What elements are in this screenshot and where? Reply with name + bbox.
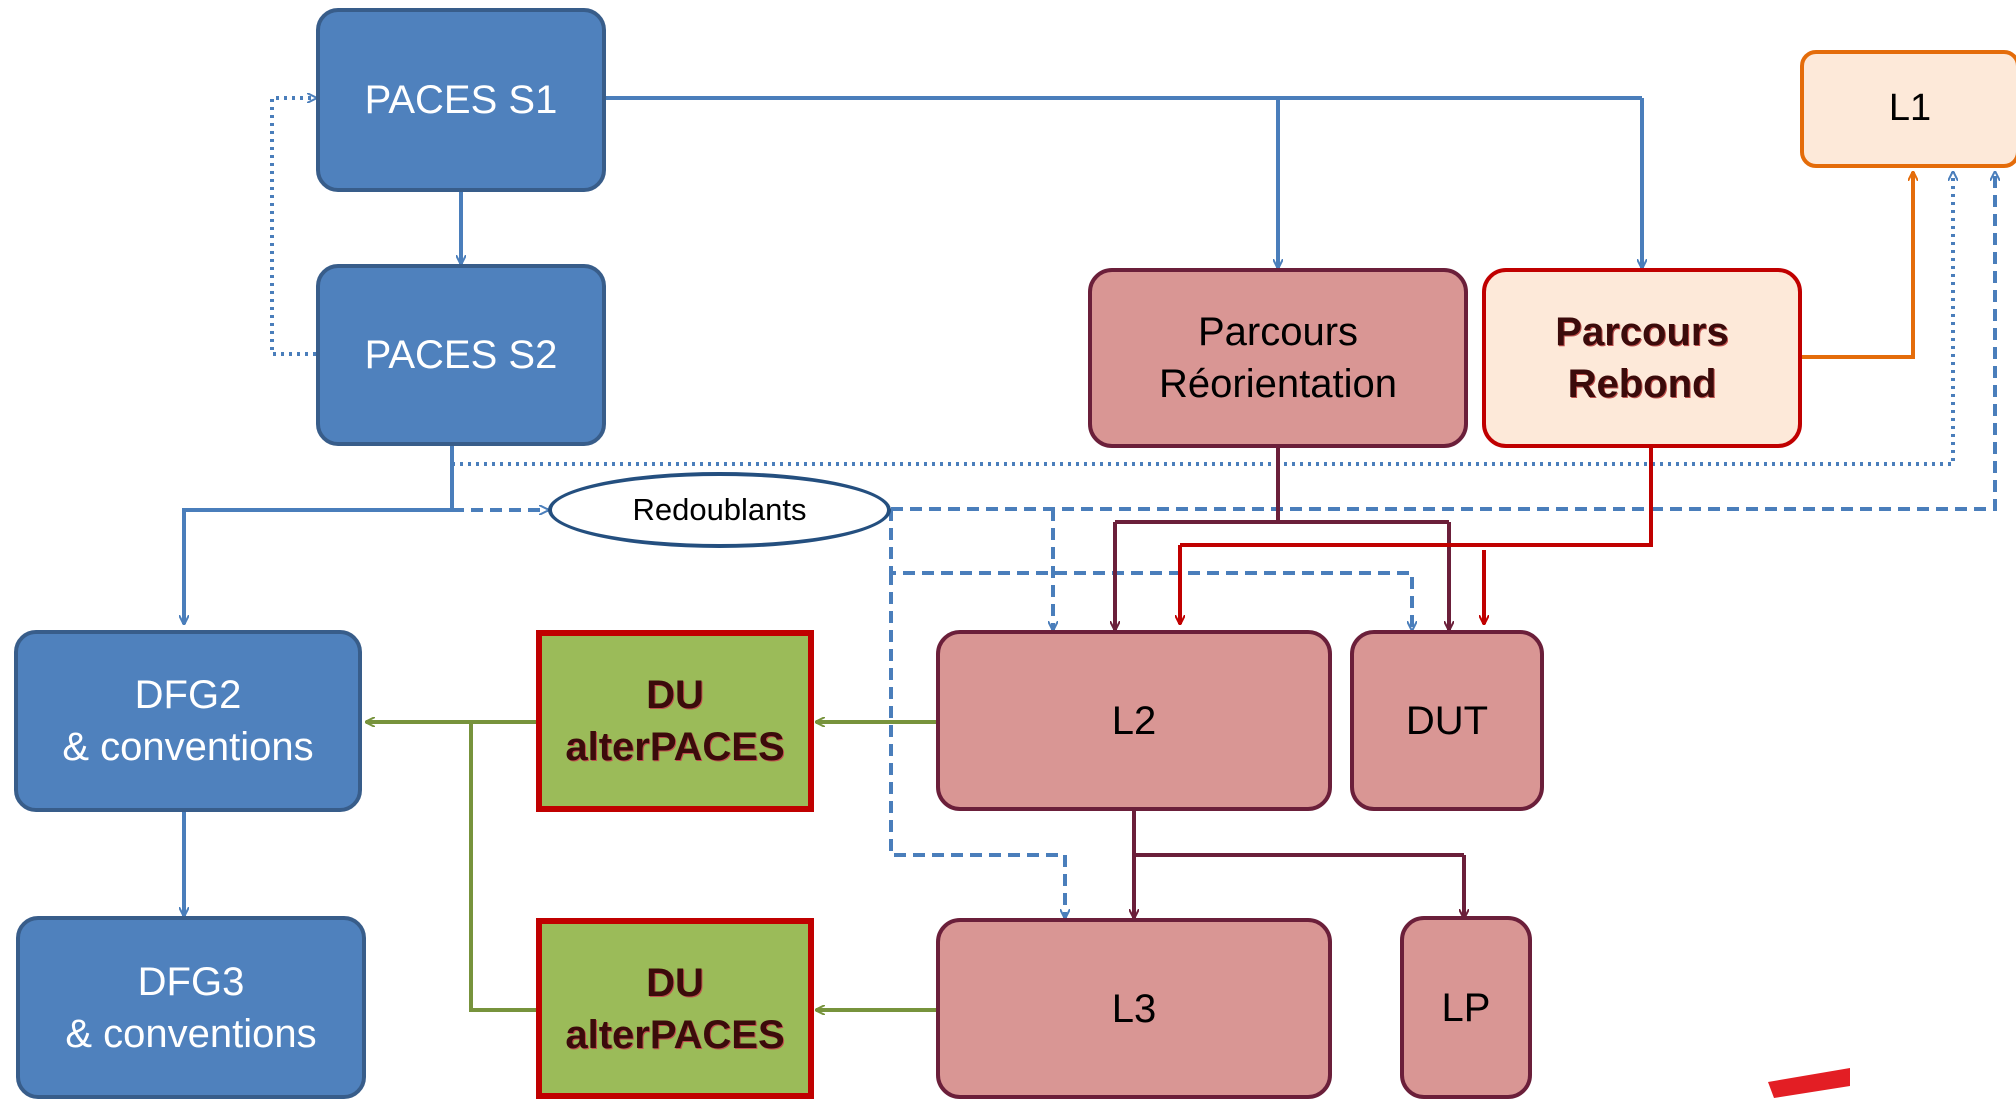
arrow-s2-to-dfg2 xyxy=(184,446,454,624)
dut-label: DUT xyxy=(1405,698,1489,743)
green-arrows xyxy=(366,722,938,1010)
du-alterpaces-node-2: DU alterPACES xyxy=(536,918,814,1099)
maroon-arrows xyxy=(1115,448,1464,918)
paces-s2-node: PACES S2 xyxy=(316,264,606,446)
l3-node: L3 xyxy=(936,918,1332,1099)
l1-label: L1 xyxy=(1888,87,1932,130)
l3-label: L3 xyxy=(1111,986,1157,1031)
arrow-rebond-to-l1 xyxy=(1800,172,1913,359)
lp-label: LP xyxy=(1441,985,1491,1030)
parcours-reorientation-line-2: Réorientation xyxy=(1159,362,1397,406)
parcours-reorientation-node: Parcours Réorientation xyxy=(1088,268,1468,448)
dfg2-node: DFG2 & conventions xyxy=(14,630,362,812)
du-alterpaces-2-line-2: alterPACES xyxy=(565,1012,785,1057)
dotted-blue-arrows xyxy=(270,98,1953,466)
logo-icon xyxy=(1768,1068,1850,1098)
arrow-redoublants-to-dut xyxy=(889,509,1412,630)
parcours-reorientation-line-1: Parcours xyxy=(1197,310,1359,354)
du-alterpaces-1-line-2: alterPACES xyxy=(565,725,785,769)
arrow-reorientation-to-l2 xyxy=(1115,520,1449,630)
red-arrows xyxy=(1180,448,1653,624)
dfg3-line-2: & conventions xyxy=(65,1011,317,1056)
parcours-rebond-line-1: Parcours xyxy=(1555,310,1729,354)
paces-s1-label: PACES S1 xyxy=(364,78,558,122)
du-alterpaces-2-line-1: DU xyxy=(646,960,704,1005)
dfg3-line-1: DFG3 xyxy=(137,959,245,1004)
paces-s1-node: PACES S1 xyxy=(316,8,606,192)
dashed-blue-arrows xyxy=(452,172,1995,918)
line-l2-down xyxy=(1132,811,1464,857)
arrow-redoublants-to-l1 xyxy=(891,172,1995,511)
parcours-rebond-line-2: Rebond xyxy=(1567,362,1717,406)
dfg2-line-1: DFG2 xyxy=(134,673,242,717)
du-alterpaces-1-line-1: DU xyxy=(646,673,704,717)
dut-node: DUT xyxy=(1350,630,1544,811)
redoublants-ellipse: Redoublants xyxy=(548,472,891,548)
parcours-rebond-node: Parcours Rebond xyxy=(1482,268,1802,448)
redoublants-label: Redoublants xyxy=(632,492,807,527)
l1-node: L1 xyxy=(1800,50,2016,168)
lp-node: LP xyxy=(1400,916,1532,1099)
line-du2-to-dfg2 xyxy=(469,722,538,1012)
du-alterpaces-node-1: DU alterPACES xyxy=(536,630,814,812)
dfg3-node: DFG3 & conventions xyxy=(16,916,366,1099)
arrow-redoublants-to-l3 xyxy=(889,573,1065,918)
dfg2-line-2: & conventions xyxy=(62,725,314,769)
l2-node: L2 xyxy=(936,630,1332,811)
paces-s2-label: PACES S2 xyxy=(364,333,558,377)
line-rebond-down xyxy=(1180,448,1653,547)
arrow-s2-back-to-s1 xyxy=(270,98,316,356)
blue-arrows xyxy=(184,96,1642,916)
l2-label: L2 xyxy=(1111,698,1157,743)
